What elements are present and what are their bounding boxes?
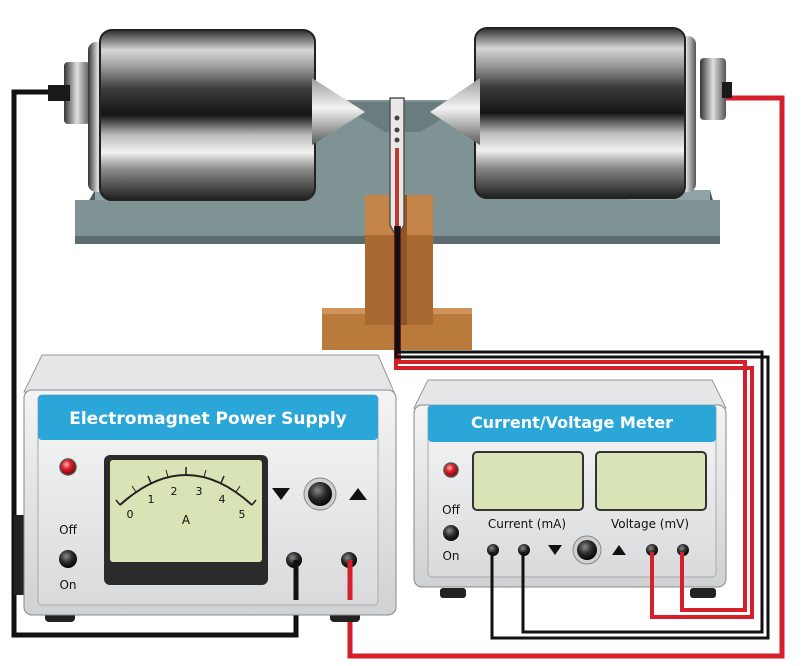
power-supply-on-label: On bbox=[59, 578, 76, 592]
ammeter: 0 1 2 3 4 5 A bbox=[104, 455, 268, 585]
meter-adjust-knob[interactable] bbox=[577, 540, 597, 560]
ammeter-tick-label: 3 bbox=[196, 485, 203, 498]
power-supply-indicator-led bbox=[60, 459, 76, 475]
ammeter-tick-label: 2 bbox=[171, 485, 178, 498]
ammeter-tick-label: 0 bbox=[127, 508, 134, 521]
ammeter-unit-label: A bbox=[182, 513, 191, 527]
power-supply-unit: Electromagnet Power Supply Off On 0 1 2 bbox=[14, 355, 396, 622]
ammeter-tick-label: 1 bbox=[148, 493, 155, 506]
power-supply-current-knob[interactable] bbox=[308, 482, 332, 506]
right-electromagnet bbox=[430, 28, 732, 198]
current-label: Current (mA) bbox=[488, 517, 566, 531]
meter-off-label: Off bbox=[442, 503, 460, 517]
meter-title: Current/Voltage Meter bbox=[471, 413, 673, 432]
left-coil bbox=[100, 30, 315, 200]
voltage-display bbox=[596, 452, 706, 510]
current-display bbox=[473, 452, 583, 510]
meter-power-switch[interactable] bbox=[443, 525, 459, 541]
right-coil bbox=[475, 28, 685, 198]
sample-probe bbox=[390, 98, 404, 238]
power-supply-power-switch[interactable] bbox=[59, 550, 77, 568]
meter-on-label: On bbox=[442, 549, 459, 563]
current-voltage-meter-unit: Current/Voltage Meter Off On Current (mA… bbox=[414, 380, 726, 598]
power-supply-title: Electromagnet Power Supply bbox=[69, 409, 347, 429]
voltage-label: Voltage (mV) bbox=[611, 517, 689, 531]
power-supply-off-label: Off bbox=[59, 523, 77, 537]
ammeter-tick-label: 5 bbox=[239, 508, 246, 521]
meter-indicator-led bbox=[444, 463, 458, 477]
ammeter-tick-label: 4 bbox=[219, 493, 226, 506]
